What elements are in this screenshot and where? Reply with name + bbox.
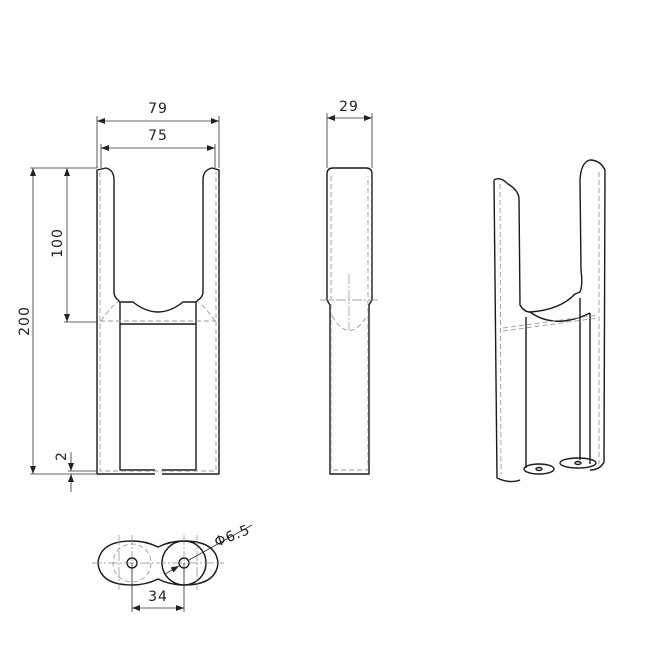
dim-hole-diameter: Φ6.5 [212,522,253,551]
side-hidden-lines [330,176,369,471]
bottom-view: 34 Φ6.5 [92,522,253,612]
side-outline [326,167,373,475]
dim-hole-spacing: 34 [148,589,168,605]
dim-slot-depth: 100 [50,228,66,258]
front-inner-walls [119,302,197,471]
dim-outer-width: 79 [148,101,168,117]
dim-height: 200 [17,306,33,336]
side-view: 29 [320,99,380,475]
front-hidden-lines [99,172,217,472]
dim-thickness: 2 [54,451,70,461]
isometric-view [493,159,606,483]
front-outline [96,167,220,475]
dim-inner-width: 75 [148,128,168,144]
dim-depth: 29 [339,99,359,115]
front-view: 79 75 200 100 2 [17,101,220,492]
